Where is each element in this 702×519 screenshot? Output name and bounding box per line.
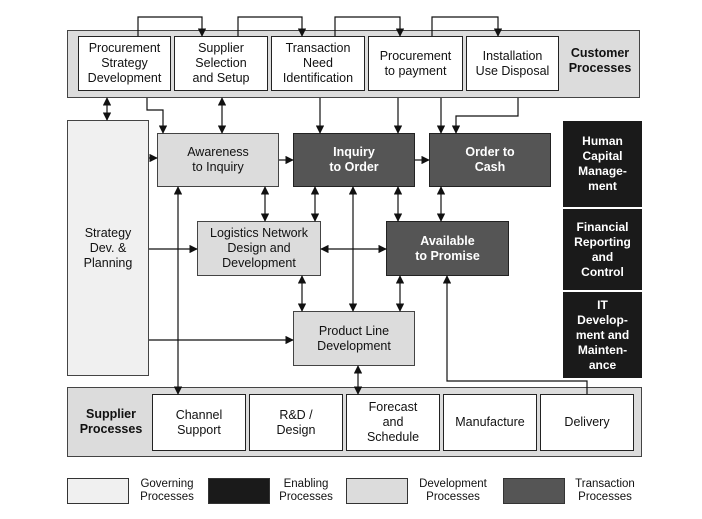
installation-use-box: Installation Use Disposal: [466, 36, 559, 91]
legend-development-label: Development Processes: [419, 478, 487, 503]
financial-reporting-box: Financial Reporting and Control: [563, 209, 642, 290]
delivery-box: Delivery: [540, 394, 634, 451]
legend-development-swatch: [346, 478, 408, 504]
logistics-network-box: Logistics Network Design and Development: [197, 221, 321, 276]
customer-processes-label: Customer Processes: [568, 46, 632, 75]
legend-governing-swatch: [67, 478, 129, 504]
procurement-payment-box: Procurement to payment: [368, 36, 463, 91]
manufacture-box: Manufacture: [443, 394, 537, 451]
transaction-need-box: Transaction Need Identification: [271, 36, 365, 91]
inquiry-order-box: Inquiry to Order: [293, 133, 415, 187]
forecast-schedule-box: Forecast and Schedule: [346, 394, 440, 451]
strategy-planning-box: Strategy Dev. & Planning: [67, 120, 149, 376]
legend-enabling-swatch: [208, 478, 270, 504]
rd-design-box: R&D / Design: [249, 394, 343, 451]
legend-transaction-label: Transaction Processes: [575, 478, 635, 503]
awareness-inquiry-box: Awareness to Inquiry: [157, 133, 279, 187]
human-capital-box: Human Capital Manage- ment: [563, 121, 642, 207]
legend-enabling-label: Enabling Processes: [279, 478, 333, 503]
connector: [146, 98, 168, 134]
supplier-selection-box: Supplier Selection and Setup: [174, 36, 268, 91]
legend-transaction-swatch: [503, 478, 565, 504]
legend-governing-label: Governing Processes: [140, 478, 194, 503]
product-line-box: Product Line Development: [293, 311, 415, 366]
channel-support-box: Channel Support: [152, 394, 246, 451]
supplier-processes-label: Supplier Processes: [79, 407, 143, 436]
available-promise-box: Available to Promise: [386, 221, 509, 276]
connector: [451, 98, 519, 134]
it-development-box: IT Develop- ment and Mainten- ance: [563, 292, 642, 378]
order-cash-box: Order to Cash: [429, 133, 551, 187]
procurement-strategy-box: Procurement Strategy Development: [78, 36, 171, 91]
